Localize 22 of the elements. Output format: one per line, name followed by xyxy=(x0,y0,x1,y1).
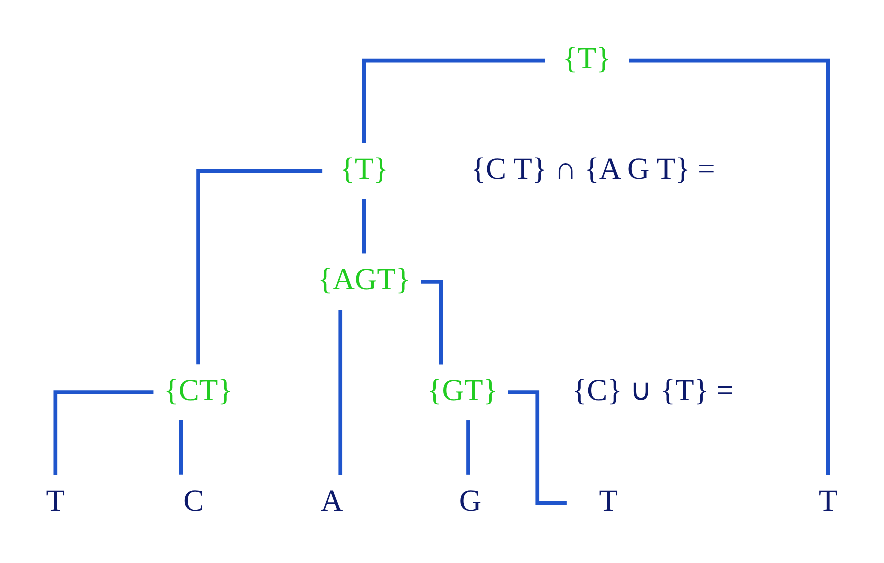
node-text: T xyxy=(599,483,618,518)
connector xyxy=(179,420,184,474)
node-text: T xyxy=(818,483,838,518)
connector xyxy=(362,58,546,143)
node-text: A xyxy=(321,483,344,518)
node-text: {GT} xyxy=(428,372,498,407)
label: {C} ∪ {T} = xyxy=(572,372,734,407)
connector xyxy=(338,310,343,475)
node-text: G xyxy=(459,483,482,518)
node-text: {T} xyxy=(563,40,612,75)
node-text: {AGT} xyxy=(318,262,411,296)
node-text: {CT} xyxy=(164,372,233,407)
connector xyxy=(362,198,366,254)
connector xyxy=(629,58,830,476)
label: {C T} ∩ {A G T} = xyxy=(471,152,716,186)
node-text: C xyxy=(184,483,204,518)
connector xyxy=(54,390,154,475)
connector xyxy=(196,168,323,364)
connector xyxy=(466,420,470,474)
node-text: {T} xyxy=(340,152,389,186)
connector xyxy=(508,390,567,505)
node-text: T xyxy=(46,483,66,518)
